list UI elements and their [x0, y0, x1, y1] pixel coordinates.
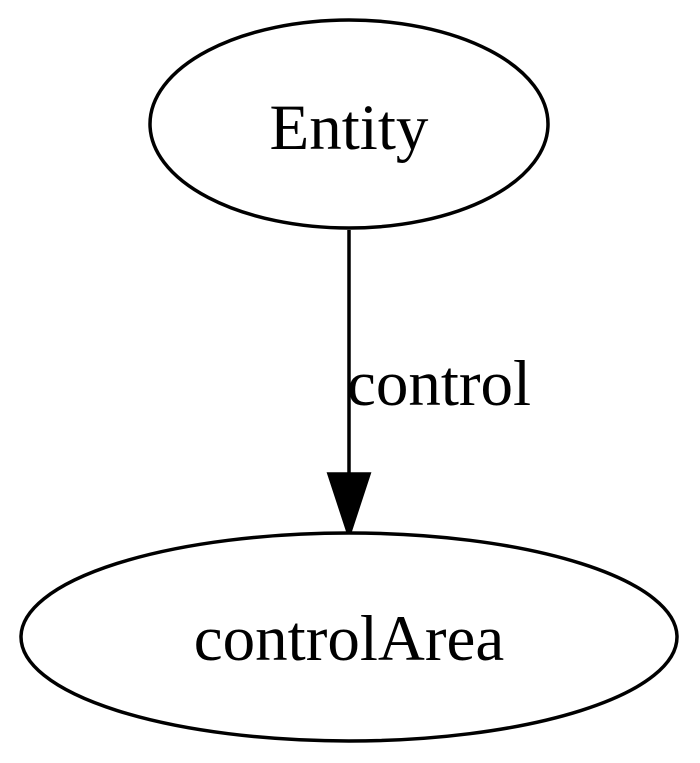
edge-control-arrowhead [326, 472, 372, 541]
node-controlarea-shape [19, 531, 679, 743]
node-controlarea-label: controlArea [194, 603, 504, 675]
node-entity-shape [148, 18, 550, 230]
node-controlarea: controlArea [19, 531, 679, 743]
edge-control-label: control [347, 348, 531, 420]
node-entity: Entity [148, 18, 550, 230]
node-entity-label: Entity [270, 92, 429, 164]
edge-control: control [326, 230, 531, 541]
